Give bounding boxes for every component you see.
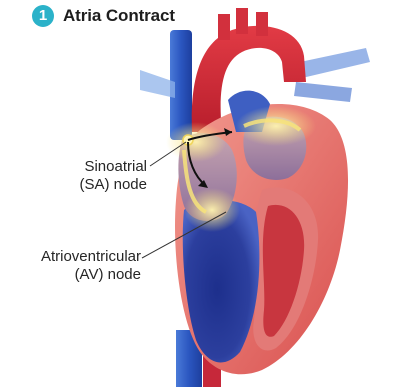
left-pulmonary-vessel — [140, 70, 175, 98]
sa-node-label: Sinoatrial (SA) node — [79, 158, 147, 194]
right-pulmonary-vessel-upper — [300, 48, 370, 78]
sa-label-line2: (SA) node — [79, 176, 147, 194]
sa-label-line1: Sinoatrial — [79, 158, 147, 176]
av-label-line1: Atrioventricular — [41, 248, 141, 266]
av-node-label: Atrioventricular (AV) node — [41, 248, 141, 284]
aorta-branch-2 — [236, 8, 248, 34]
sa-node-glow — [166, 122, 226, 162]
av-label-line2: (AV) node — [41, 266, 141, 284]
right-pulmonary-vessel-lower — [294, 82, 352, 102]
aorta-branch-1 — [218, 14, 230, 40]
aorta-branch-3 — [256, 12, 268, 36]
